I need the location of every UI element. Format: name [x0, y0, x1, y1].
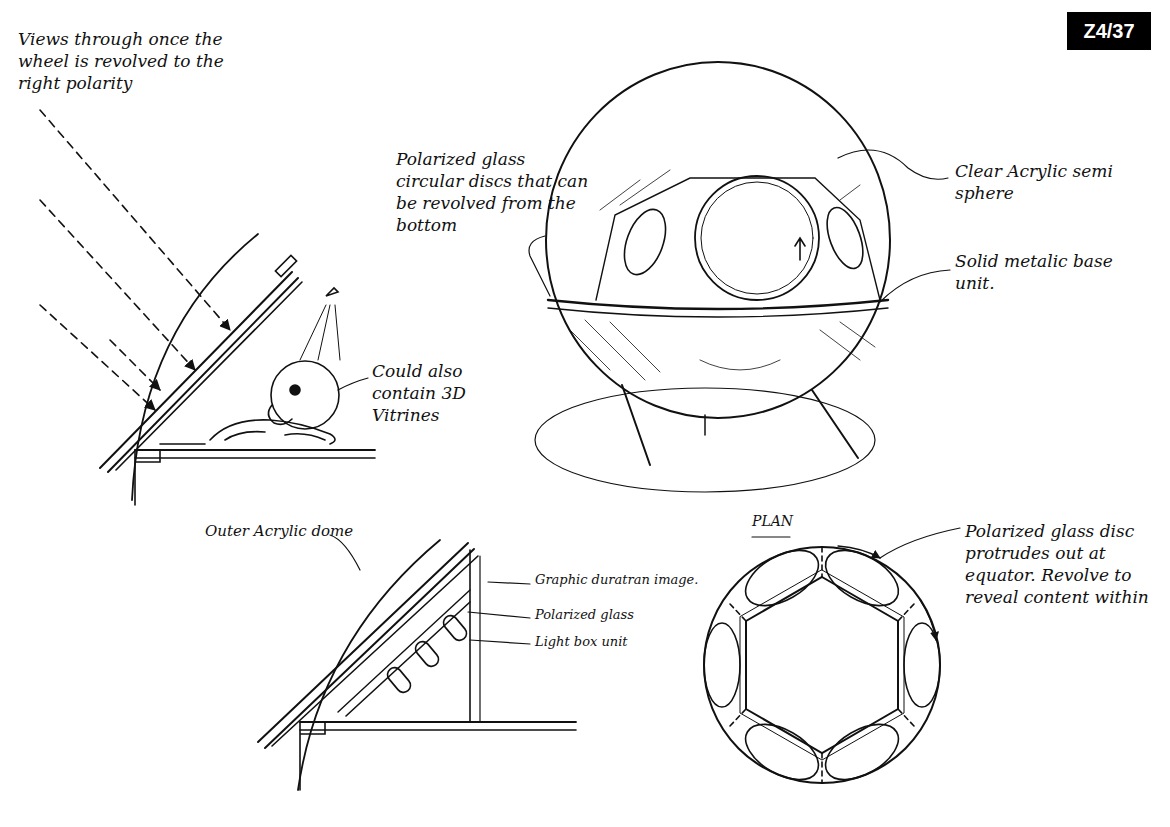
annotation: Outer Acrylic dome [205, 522, 365, 542]
annotation: Clear Acrylic semi sphere [955, 160, 1115, 204]
sphere-perspective [529, 62, 950, 492]
annotation: Could also contain 3D Vitrines [372, 360, 492, 426]
annotation: Solid metalic base unit. [955, 250, 1120, 294]
annotation: Polarized glass circular discs that can … [396, 148, 591, 236]
annotation: Polarized glass [535, 607, 675, 624]
annotation: Graphic duratran image. [535, 572, 705, 589]
section-detail-top [40, 110, 375, 505]
annotation: Views through once the wheel is revolved… [18, 28, 233, 94]
annotation: PLAN [752, 512, 812, 530]
annotation: Light box unit [535, 634, 675, 651]
sheet-number: Z4/37 [1083, 20, 1134, 43]
plan-view [704, 528, 960, 791]
sheet-number-box: Z4/37 [1067, 12, 1151, 50]
section-detail-bottom [258, 535, 576, 790]
annotation: Polarized glass disc protrudes out at eq… [965, 520, 1150, 608]
